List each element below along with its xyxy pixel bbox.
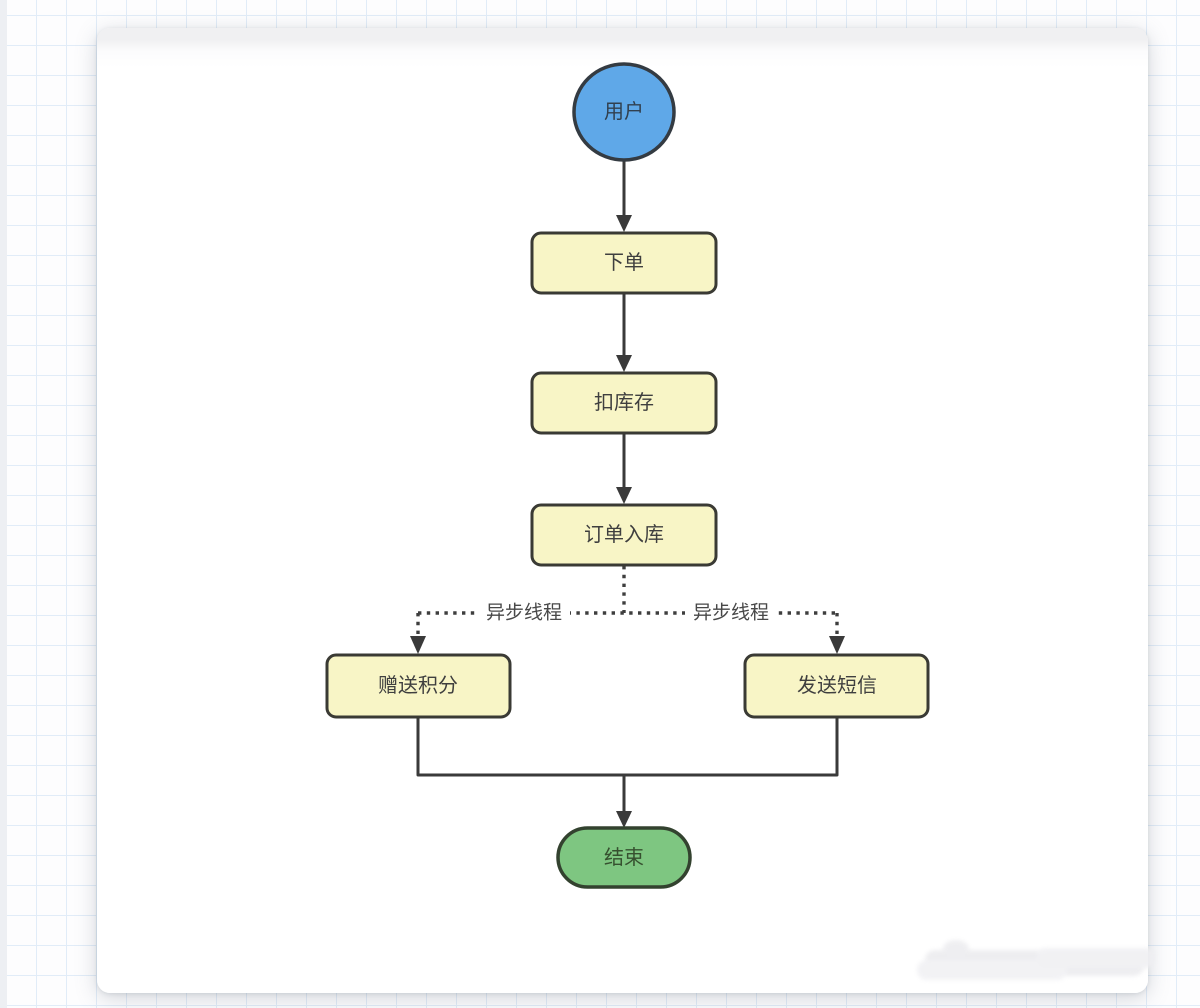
node-deduct-stock: 扣库存 [530,371,718,435]
edge-async-branch-dotted [416,566,839,638]
place-order-rect [530,231,718,295]
give-points-rect [325,653,512,719]
async-left-arrowhead [410,636,426,654]
node-user-label: 用户 [604,100,644,123]
node-place-order-label: 下单 [604,251,644,274]
edge-place-order-to-deduct-stock [616,293,632,372]
async-thread-right-label: 异步线程 [693,602,769,624]
node-send-sms-label: 发送短信 [797,674,877,697]
node-end-label: 结束 [604,846,644,869]
node-give-points-label: 赠送积分 [378,674,458,697]
node-send-sms: 发送短信 [743,653,930,719]
edge-label-async-right: 异步线程 [685,599,777,627]
edge-user-to-place-order [616,160,632,232]
node-user: 用户 [572,62,676,162]
end-stadium [556,826,692,889]
deduct-stock-rect [530,371,718,435]
edge-deduct-stock-to-order-save [616,433,632,504]
node-deduct-stock-label: 扣库存 [594,391,654,414]
node-end: 结束 [556,826,692,889]
node-give-points: 赠送积分 [325,653,512,719]
flowchart-svg: 异步线程 异步线程 用户 下单 扣 [325,62,930,889]
flowchart-canvas: 异步线程 异步线程 用户 下单 扣 [97,28,1155,993]
user-ellipse [572,62,676,162]
node-order-save-label: 订单入库 [584,523,664,546]
node-place-order: 下单 [530,231,718,295]
order-save-rect [530,503,718,567]
async-thread-left-label: 异步线程 [486,602,562,624]
edge-label-async-left: 异步线程 [478,599,570,627]
send-sms-rect [743,653,930,719]
async-right-arrowhead [829,636,845,654]
node-order-save: 订单入库 [530,503,718,567]
edge-join-to-end [416,717,839,828]
left-gutter-strip [0,0,7,1008]
